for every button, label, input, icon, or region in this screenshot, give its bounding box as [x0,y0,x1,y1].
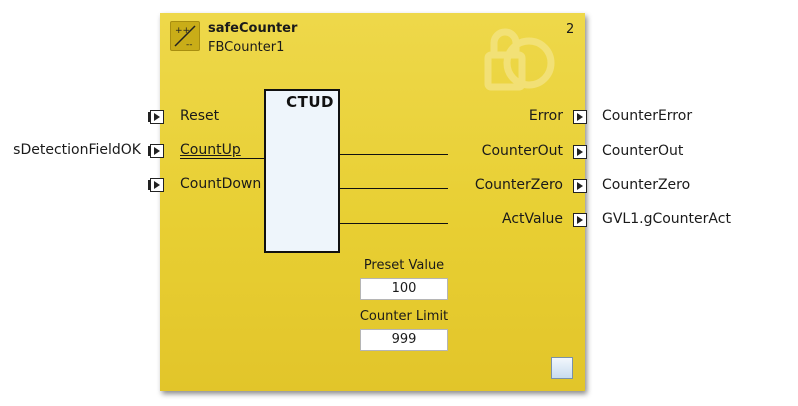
block-type-name: safeCounter [208,21,298,36]
input-label-countup: CountUp [180,142,241,158]
output-port-counterout[interactable] [573,145,587,159]
safe-function-icon: ++ -- [170,21,200,51]
output-target-error[interactable]: CounterError [602,108,693,124]
ctud-title: CTUD [286,93,334,111]
input-port-countdown[interactable] [148,178,164,192]
input-label-reset: Reset [180,108,220,124]
preset-value-field[interactable]: 100 [360,278,448,300]
counter-limit-label: Counter Limit [359,309,449,324]
input-port-countup[interactable] [148,144,164,158]
expand-button[interactable] [551,357,573,379]
wire-countup [180,158,264,159]
ctud-function-box[interactable]: CTUD [264,89,340,253]
wire-counterout [340,154,448,155]
output-target-actvalue[interactable]: GVL1.gCounterAct [602,211,731,227]
preset-value-label: Preset Value [363,258,445,273]
block-instance-name[interactable]: FBCounter1 [208,40,285,55]
output-target-counterout[interactable]: CounterOut [602,143,684,159]
output-label-error: Error [528,108,563,124]
output-label-actvalue: ActValue [502,211,563,227]
svg-text:--: -- [186,40,193,50]
input-label-countdown: CountDown [180,176,262,192]
input-source-countup[interactable]: sDetectionFieldOK [13,142,141,158]
output-port-actvalue[interactable] [573,213,587,227]
svg-text:++: ++ [175,26,190,36]
counter-limit-field[interactable]: 999 [360,329,448,351]
execution-order: 2 [566,22,575,37]
output-label-counterzero: CounterZero [474,177,563,193]
output-target-counterzero[interactable]: CounterZero [602,177,691,193]
safety-lock-gear-icon [474,25,564,104]
output-port-error[interactable] [573,110,587,124]
input-port-reset[interactable] [148,110,164,124]
output-port-counterzero[interactable] [573,179,587,193]
wire-actvalue [340,223,448,224]
wire-counterzero [340,188,448,189]
output-label-counterout: CounterOut [481,143,563,159]
